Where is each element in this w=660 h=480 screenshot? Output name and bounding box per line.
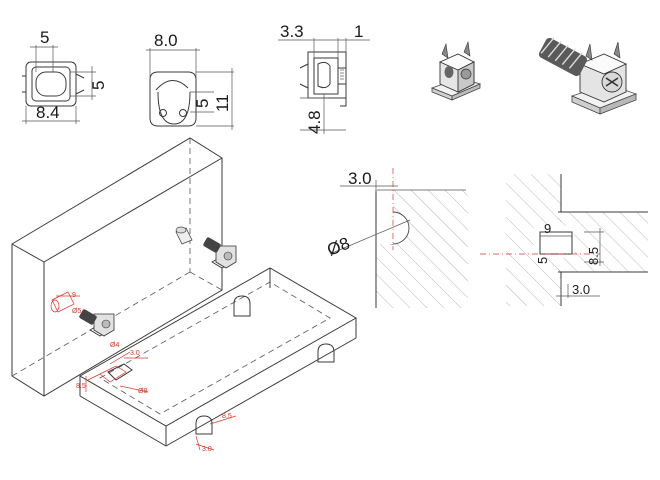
joint-section: 9 5 8.5 3.0 bbox=[480, 174, 648, 306]
dowel-pin bbox=[175, 226, 193, 245]
cam-fitting-upper bbox=[203, 237, 237, 269]
edge-width-top: 3.3 bbox=[280, 22, 304, 41]
edge-thickness: 1 bbox=[354, 22, 363, 41]
left-85-label: 8.5 bbox=[76, 383, 86, 390]
front-view: 5 5 8.4 bbox=[22, 28, 108, 124]
edge-view: 3.3 1 4.8 bbox=[278, 22, 370, 134]
isometric-assembly: 9 Ø5 Ø4 3.0 8.5 Ø8 8.5 3.0 bbox=[11, 137, 358, 453]
front-width-bottom: 8.4 bbox=[36, 103, 60, 122]
bottom-3-label: 3.0 bbox=[202, 446, 212, 453]
joint-small: 5 bbox=[535, 257, 550, 264]
cam-fitting-lower bbox=[79, 309, 115, 337]
pin-diameter: Ø5 bbox=[72, 308, 81, 315]
front-width-top: 5 bbox=[40, 28, 49, 47]
joint-height: 8.5 bbox=[586, 247, 601, 265]
d8-label: Ø8 bbox=[138, 388, 147, 395]
bolt-thread bbox=[538, 37, 588, 77]
side-inner: 5 bbox=[193, 99, 212, 108]
front-height-right: 5 bbox=[89, 81, 108, 90]
hole-offset: 3.0 bbox=[348, 169, 372, 188]
hole-d4-label: Ø4 bbox=[110, 342, 119, 349]
shelf-left-callout: 3.0 8.5 Ø8 bbox=[76, 350, 149, 395]
shelf-bottom-callout: 8.5 3.0 bbox=[195, 413, 237, 453]
joint-offset: 3.0 bbox=[572, 282, 590, 297]
side-view: 8.0 5 11 bbox=[146, 31, 234, 130]
top-3-label: 3.0 bbox=[130, 350, 140, 357]
edge-height: 4.8 bbox=[305, 110, 324, 134]
right-85-label: 8.5 bbox=[222, 413, 232, 420]
hole-section: 3.0 Ø8 bbox=[324, 168, 468, 308]
cam-with-bolt-3d bbox=[538, 37, 638, 115]
side-width-top: 8.0 bbox=[154, 31, 178, 50]
pin-length: 9 bbox=[72, 292, 76, 299]
cam-fitting-3d bbox=[430, 40, 482, 101]
hole-diameter: Ø8 bbox=[324, 234, 352, 260]
side-height: 11 bbox=[213, 94, 232, 112]
joint-depth: 9 bbox=[544, 221, 551, 236]
pin-callout: 9 Ø5 bbox=[50, 291, 81, 315]
